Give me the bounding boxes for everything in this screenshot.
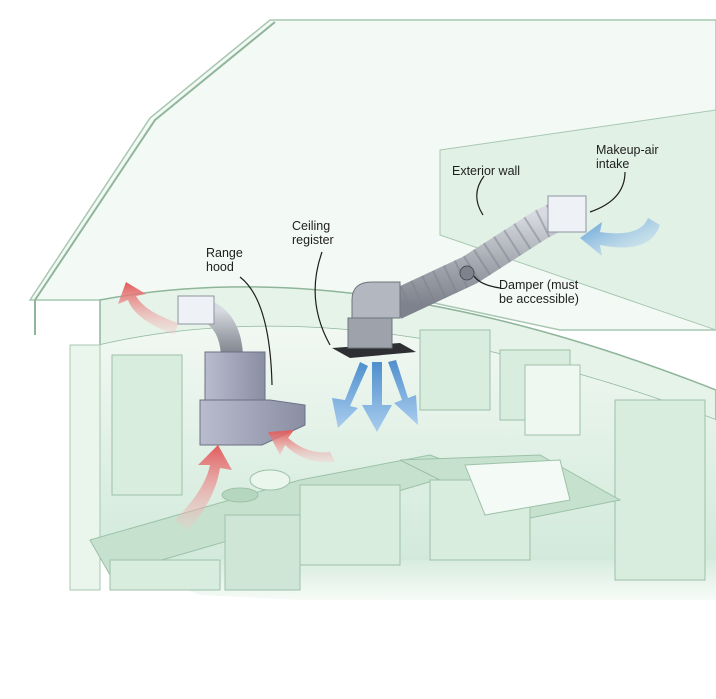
ductwork (177, 195, 587, 358)
leader-range-hood (239, 276, 273, 386)
label-makeup-air-intake: Makeup-air intake (596, 143, 659, 171)
label-range-hood: Range hood (206, 246, 243, 274)
label-exterior-wall: Exterior wall (452, 164, 520, 178)
leader-makeup-air (589, 171, 626, 213)
farm-sink (464, 459, 571, 516)
cabinets (89, 329, 706, 591)
label-range-hood-line-1: Range (206, 246, 243, 260)
left-wall-edge (69, 344, 101, 591)
gable-outline (34, 21, 276, 335)
airflow-arrows (118, 218, 660, 530)
label-exterior-wall-line-1: Exterior wall (452, 164, 521, 178)
label-damper-line-1: Damper (must (499, 278, 579, 292)
label-range-hood-line-2: hood (206, 260, 234, 274)
damper (459, 265, 475, 281)
leader-damper (473, 275, 501, 289)
fridge (614, 399, 706, 581)
label-damper-line-2: be accessible) (499, 292, 579, 306)
base-cabinet-mid (299, 484, 401, 566)
hood-chimney (204, 351, 266, 403)
upper-cabinet-left (111, 354, 183, 496)
supply-arrow-mid (362, 362, 392, 432)
makeup-air-wall-cap (547, 195, 587, 233)
range-oven (224, 514, 301, 591)
leader-lines (239, 171, 626, 386)
stove-burner (221, 487, 259, 503)
intake-arrow-bottom (175, 445, 232, 530)
register-box (347, 317, 393, 349)
leader-exterior-wall (476, 175, 485, 216)
makeup-air-arrow (580, 218, 660, 256)
supply-arrow-right (388, 360, 418, 425)
base-cabinet-left (109, 559, 221, 591)
label-ceiling-register: Ceiling register (292, 219, 334, 247)
supply-arrow-left (332, 362, 368, 428)
hood-wall-cap (177, 295, 215, 325)
upper-cabinet-right (419, 329, 491, 411)
label-ceiling-register-line-1: Ceiling (292, 219, 331, 233)
intake-arrow-right (268, 430, 335, 463)
label-damper: Damper (must be accessible) (499, 278, 579, 306)
label-makeup-air-line-2: intake (596, 157, 630, 171)
window (524, 364, 581, 436)
label-makeup-air-line-1: Makeup-air (596, 143, 659, 157)
leader-ceiling-register (314, 251, 331, 346)
exhaust-arrow-outlet (118, 282, 178, 335)
label-ceiling-register-line-2: register (292, 233, 334, 247)
pot (249, 469, 291, 491)
